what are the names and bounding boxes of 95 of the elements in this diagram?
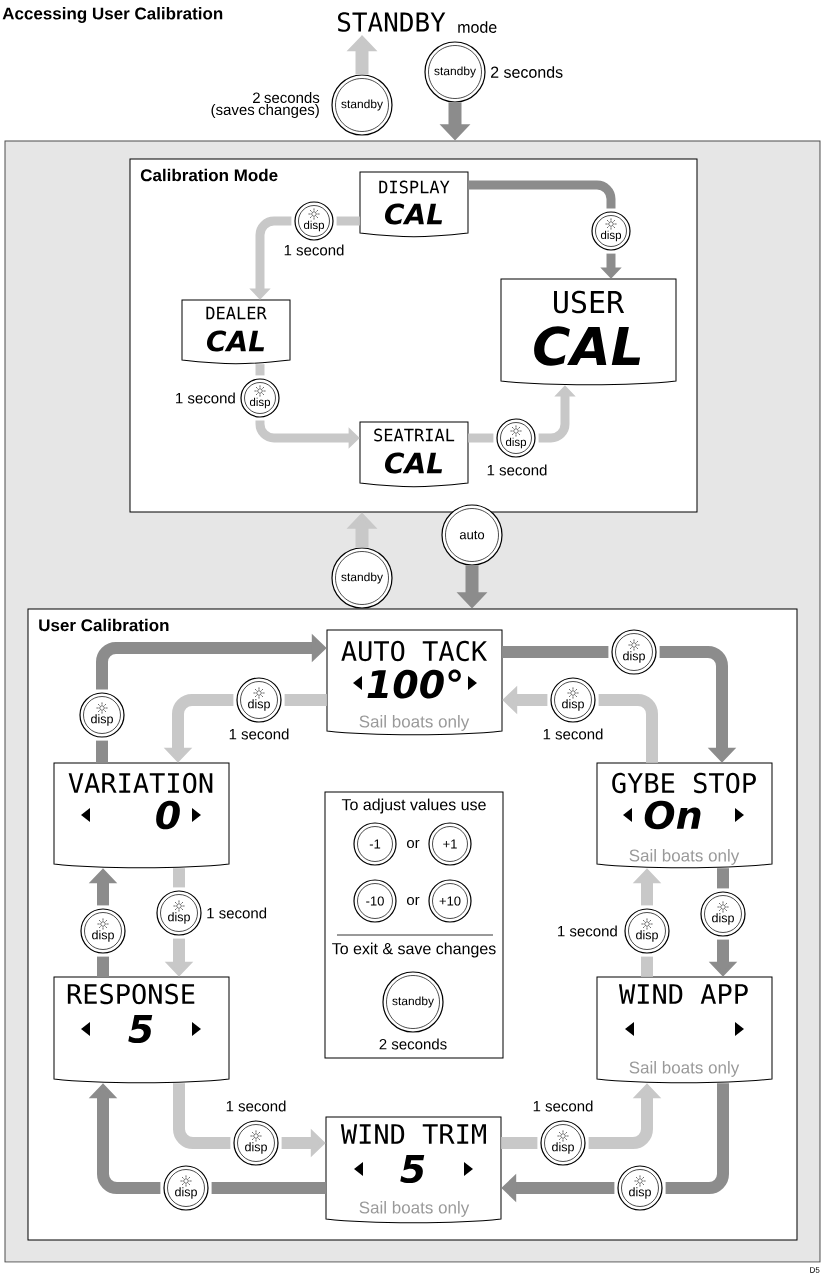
lcd-screen	[596, 976, 773, 1084]
disp-button: disp	[496, 418, 536, 458]
lcd-digits: 100°	[367, 669, 461, 699]
duration-label: 1 second	[176, 392, 235, 404]
panel-title: User Calibration	[39, 618, 169, 632]
lcd-text: DEALER	[206, 306, 267, 320]
connector-line	[96, 740, 108, 763]
duration-label: 1 second	[207, 907, 267, 919]
duration-label: 1 second	[558, 925, 617, 937]
lcd-digits: CAL	[384, 452, 443, 474]
round-button: standby	[382, 971, 444, 1033]
diagram-title: Accessing User Calibration	[2, 7, 223, 23]
lcd-text: SEATRIAL	[374, 428, 455, 442]
note-text: Sail boats only	[359, 1201, 470, 1217]
lcd-screen	[53, 976, 230, 1084]
instruction-text: To adjust values use	[341, 798, 486, 814]
duration-label: 1 second	[226, 1100, 286, 1112]
lcd-digits: 5	[400, 1154, 425, 1184]
lcd-digits: 0	[156, 800, 180, 830]
panel-title: Calibration Mode	[140, 168, 278, 182]
round-button: auto	[441, 504, 503, 566]
duration-label: 1 second	[533, 1100, 593, 1112]
disp-button: disp	[294, 201, 334, 241]
disp-button: disp	[591, 211, 631, 251]
connector-line	[598, 694, 658, 763]
disp-button: disp	[156, 890, 202, 936]
or-text: or	[406, 839, 420, 849]
lcd-digits: CAL	[206, 330, 265, 352]
lcd-screen	[326, 629, 503, 736]
note-text: Sail boats only	[629, 1061, 740, 1077]
lcd-text: GYBE STOP	[612, 772, 756, 794]
disp-button: disp	[80, 908, 126, 954]
duration-label: 2 seconds (saves changes)	[211, 92, 320, 118]
connector-line	[336, 216, 360, 226]
connector-line	[211, 1182, 326, 1194]
lcd-digits: CAL	[534, 326, 641, 366]
lcd-text: DISPLAY	[379, 180, 450, 194]
lcd-text: VARIATION	[68, 772, 213, 794]
connector-line	[255, 364, 265, 376]
round-button: standby	[424, 41, 486, 103]
lcd-screen	[500, 278, 677, 386]
disp-button: disp	[233, 1120, 279, 1166]
duration-label: 1 second	[229, 728, 289, 740]
duration-label: 2 seconds	[491, 66, 563, 78]
duration-label: 2 seconds	[379, 1038, 447, 1050]
disp-button: disp	[79, 692, 125, 738]
disp-button: disp	[611, 629, 657, 675]
disp-button: disp	[163, 1165, 209, 1211]
lcd-text: USER	[554, 290, 625, 314]
lcd-screen	[325, 1116, 502, 1224]
disp-button: disp	[550, 677, 596, 723]
lcd-screen	[359, 171, 469, 238]
note-text: Sail boats only	[359, 715, 470, 731]
connector-line	[173, 868, 185, 888]
connector-line	[665, 1083, 729, 1194]
lcd-screen	[181, 299, 291, 365]
connector-line	[97, 956, 109, 977]
connector-line	[717, 868, 729, 889]
lcd-digits: On	[644, 800, 701, 830]
disp-button: disp	[700, 891, 746, 937]
round-button: +10	[428, 879, 472, 923]
duration-label: 1 second	[487, 464, 547, 476]
lcd-text: WIND TRIM	[340, 1124, 486, 1144]
connector-line	[501, 1137, 538, 1149]
lcd-text: AUTO TACK	[341, 640, 488, 662]
lcd-screen	[359, 421, 469, 488]
connector-line	[641, 956, 653, 977]
duration-label: mode	[458, 21, 497, 33]
round-button: +1	[428, 822, 472, 866]
round-button: -1	[353, 822, 397, 866]
lcd-digits: 5	[128, 1014, 153, 1044]
disp-button: disp	[240, 378, 280, 418]
round-button: standby	[331, 547, 393, 609]
round-button: -10	[353, 879, 397, 923]
instruction-text: To exit & save changes	[332, 942, 496, 958]
mode-display-text: STANDBY	[338, 12, 446, 32]
disp-button: disp	[236, 677, 282, 723]
lcd-screen	[596, 762, 773, 869]
note-text: Sail boats only	[629, 849, 740, 865]
or-text: or	[406, 896, 420, 906]
duration-label: 1 second	[284, 244, 344, 256]
duration-label: 1 second	[543, 728, 603, 740]
disp-button: disp	[617, 1165, 663, 1211]
connector-line	[468, 433, 494, 443]
connector-line	[468, 180, 616, 209]
lcd-text: WIND APP	[619, 984, 748, 1004]
lcd-digits: CAL	[384, 203, 443, 225]
lcd-text: RESPONSE	[67, 983, 195, 1005]
disp-button: disp	[540, 1120, 586, 1166]
disp-button: disp	[624, 908, 670, 954]
round-button: standby	[331, 74, 393, 136]
drawing-code: D5	[810, 1267, 820, 1273]
connector-line	[502, 646, 609, 658]
connector-line	[284, 694, 327, 706]
lcd-screen	[53, 762, 230, 869]
